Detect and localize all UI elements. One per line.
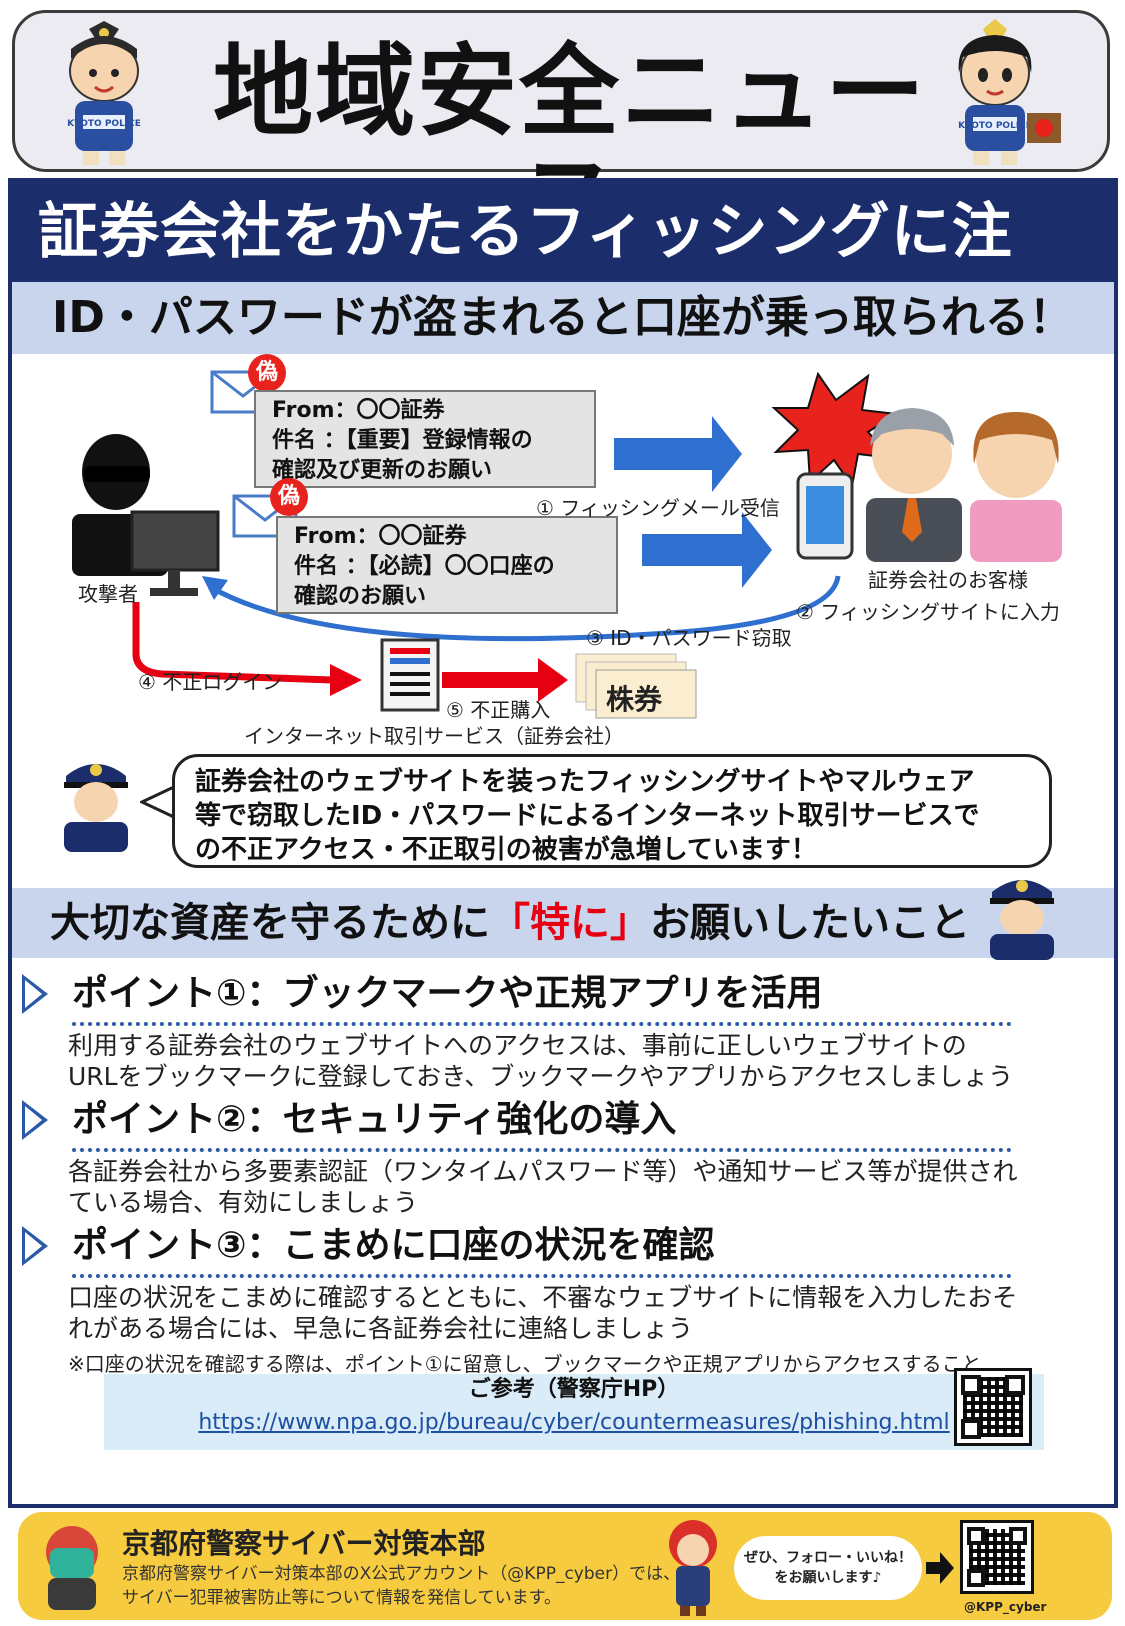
header-banner: KYOTO POLICE 地域安全ニュース KYOTO POLICE [12,10,1110,257]
point-1-body: 利用する証券会社のウェブサイトへのアクセスは、事前に正しいウェブサイトの URL… [68,1030,1068,1092]
point-2: ポイント②：セキュリティ強化の導入 各証券会社から多要素認証（ワンタイムパスワー… [12,1096,1114,1226]
red-hair-mascot-icon [669,1520,717,1616]
footer-qr-code-icon[interactable] [960,1520,1034,1594]
arrow-right-icon [926,1552,954,1584]
point-3-heading: ポイント③：こまめに口座の状況を確認 [72,1225,715,1266]
note-text: ※口座の状況を確認する際は、ポイント①に留意し、ブックマークや正規アプリからアク… [68,1352,982,1376]
customer-woman-icon [970,412,1062,562]
point-2-line-2: ている場合、有効にしましょう [68,1188,419,1217]
step-5-label: ⑤ 不正購入 [446,698,551,722]
point-1-line-2: URLをブックマークに登録しておき、ブックマークやアプリからアクセスしましょう [68,1062,1014,1091]
footer-title: 京都府警察サイバー対策本部 [122,1527,486,1560]
arrow-right-icon [642,512,772,588]
step-4-label: ④ 不正ログイン [138,670,283,694]
attacker-label: 攻撃者 [78,582,138,606]
point-1-heading: ポイント①：ブックマークや正規アプリを活用 [72,973,823,1014]
triangle-bullet-icon [22,1100,48,1140]
mail-1-subject-1: 件名 ：【重要】登録情報の [272,428,533,453]
purchase-arrow-icon [442,672,542,688]
reference-box: ご参考（警察庁HP） https://www.npa.go.jp/bureau/… [104,1374,1044,1450]
customer-label: 証券会社のお客様 [868,568,1028,592]
step-1-label: ① フィッシングメール受信 [536,496,780,520]
section-heading-highlight: 「特に」 [490,900,650,946]
computer-monitor-icon [130,510,220,596]
qr-code-icon [954,1368,1032,1446]
reference-title: ご参考（警察庁HP） [468,1377,680,1402]
follow-bubble: ぜひ、フォロー・いいね！ をお願いします♪ [734,1536,922,1600]
point-3-body: 口座の状況をこまめに確認するとともに、不審なウェブサイトに情報を入力したおそ れ… [68,1282,1068,1344]
fake-badge: 偽 [270,478,308,516]
dotted-divider [72,1274,1012,1278]
stock-certificate-icon [575,653,697,719]
smartphone-icon [796,472,854,560]
reference-link[interactable]: https://www.npa.go.jp/bureau/cyber/count… [198,1410,950,1435]
service-label: インターネット取引サービス（証券会社） [244,724,624,748]
dotted-divider [72,1148,1012,1152]
triangle-bullet-icon [22,974,48,1014]
footer-banner: 京都府警察サイバー対策本部 京都府警察サイバー対策本部のX公式アカウント（@KP… [18,1512,1112,1620]
point-1: ポイント①：ブックマークや正規アプリを活用 利用する証券会社のウェブサイトへのア… [12,970,1114,1100]
mail-2-subject-2: 確認のお願い [294,584,427,609]
police-officer-icon [64,764,128,852]
mail-2-from: From：〇〇証券 [294,524,467,549]
main-panel: 証券会社をかたるフィッシングに注意！ ID・パスワードが盗まれると口座が乗っ取ら… [8,178,1118,1508]
point-2-heading: ポイント②：セキュリティ強化の導入 [72,1099,677,1140]
mascot-badge-right: KYOTO POLICE [958,121,1032,131]
point-2-body: 各証券会社から多要素認証（ワンタイムパスワード等）や通知サービス等が提供され て… [68,1156,1068,1218]
police-mascot-left-icon: KYOTO POLICE [67,21,141,165]
fake-badge: 偽 [248,354,286,392]
section-heading-before: 大切な資産を守るために [50,900,490,946]
follow-bubble-line-2: をお願いします♪ [774,1570,882,1586]
warning-line-3: の不正アクセス・不正取引の被害が急増しています！ [195,835,817,865]
section-heading-after: お願いしたいこと [650,900,970,946]
phishing-mail-1: From：〇〇証券 件名 ：【重要】登録情報の 確認及び更新のお願い [254,390,596,488]
step-3-label: ③ ID・パスワード窃取 [586,626,792,650]
login-arrow-icon [132,602,333,684]
point-3-line-2: れがある場合には、早急に各証券会社に連絡しましょう [68,1314,694,1343]
section-heading: 大切な資産を守るために「特に」お願いしたいこと [12,888,1114,958]
footer-description: 京都府警察サイバー対策本部のX公式アカウント（@KPP_cyber）では、 サイ… [122,1562,680,1610]
footer-handle: @KPP_cyber [964,1600,1047,1614]
phishing-diagram: 偽 From：〇〇証券 件名 ：【重要】登録情報の 確認及び更新のお願い 偽 F… [12,354,1114,754]
point-3: ポイント③：こまめに口座の状況を確認 口座の状況をこまめに確認するとともに、不審… [12,1222,1114,1352]
warning-bubble: 証券会社のウェブサイトを装ったフィッシングサイトやマルウェア 等で窃取したID・… [172,754,1052,868]
mail-1-from: From：〇〇証券 [272,398,445,423]
footer-line-1: 京都府警察サイバー対策本部のX公式アカウント（@KPP_cyber）では、 [122,1564,681,1584]
dotted-divider [72,1022,1012,1026]
main-title: 証券会社をかたるフィッシングに注意！ [12,182,1114,367]
police-mascot-right-icon: KYOTO POLICE [958,19,1061,165]
triangle-bullet-icon [22,1226,48,1266]
follow-bubble-line-1: ぜひ、フォロー・いいね！ [744,1550,912,1566]
mail-2-subject-1: 件名 ：【必読】〇〇口座の [294,554,555,579]
point-1-line-1: 利用する証券会社のウェブサイトへのアクセスは、事前に正しいウェブサイトの [68,1031,967,1060]
point-2-line-1: 各証券会社から多要素認証（ワンタイムパスワード等）や通知サービス等が提供され [68,1157,1018,1186]
warning-line-1: 証券会社のウェブサイトを装ったフィッシングサイトやマルウェア [195,767,975,797]
mail-1-subject-2: 確認及び更新のお願い [272,458,493,483]
warning-line-2: 等で窃取したID・パスワードによるインターネット取引サービスで [195,801,980,831]
mascot-badge-left: KYOTO POLICE [67,119,141,129]
customer-man-icon [866,408,962,562]
curved-arrow-icon [210,575,841,642]
step-2-label: ② フィッシングサイトに入力 [796,600,1060,624]
server-icon [380,638,440,712]
phishing-mail-2: From：〇〇証券 件名 ：【必読】〇〇口座の 確認のお願い [276,516,618,614]
cyber-mascot-icon [46,1526,98,1610]
stock-label: 株券 [606,683,663,716]
police-officer-salute-icon [990,880,1054,960]
main-subtitle: ID・パスワードが盗まれると口座が乗っ取られる！ [12,282,1114,354]
arrow-right-icon [614,416,742,492]
diagram-arrows [72,370,1062,719]
footer-line-2: サイバー犯罪被害防止等について情報を発信しています。 [122,1588,561,1608]
point-3-line-1: 口座の状況をこまめに確認するとともに、不審なウェブサイトに情報を入力したおそ [68,1283,1018,1312]
